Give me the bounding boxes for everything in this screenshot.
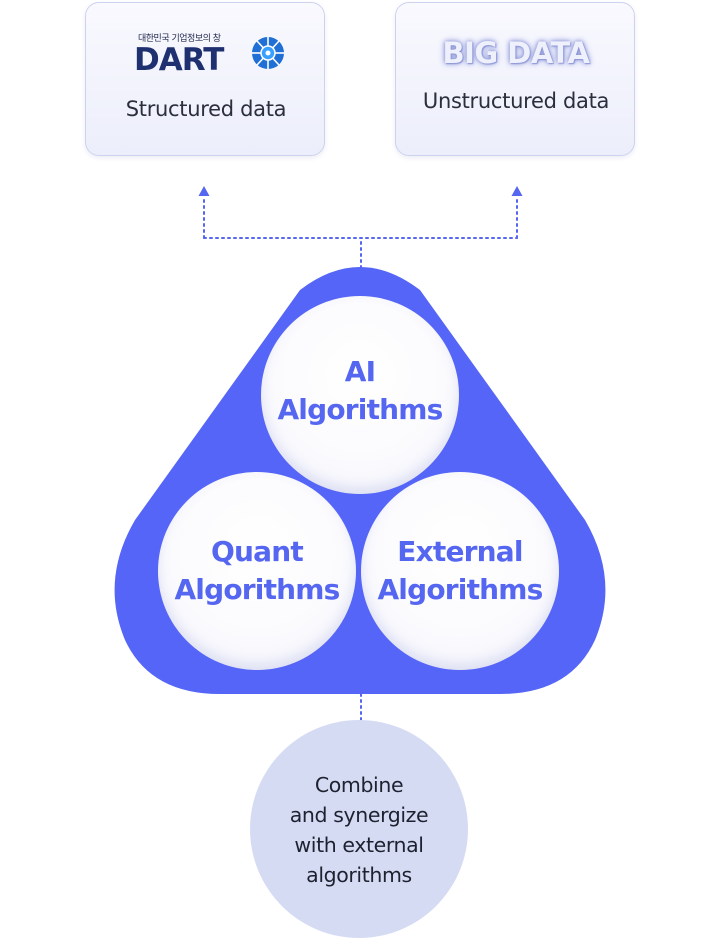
quant-algorithms-label-line1: Quant [211,535,304,568]
arrow-up-icon [198,186,210,196]
dart-target-icon [252,37,284,69]
dart-logo: 대한민국 기업정보의 창 DART [134,31,288,79]
quant-algorithms-circle: Quant Algorithms [158,472,356,670]
result-line: Combine [314,773,404,797]
big-data-title: BIG DATA [442,36,590,70]
structured-data-card: 대한민국 기업정보의 창 DART Structured data [85,2,325,156]
result-line: algorithms [306,863,412,887]
external-algorithms-label-line2: Algorithms [377,573,543,606]
unstructured-data-card: BIG DATA Unstructured data [395,2,635,156]
external-algorithms-label-line1: External [397,535,523,568]
result-line: and synergize [289,803,429,827]
dart-logo-tagline: 대한민국 기업정보의 창 [138,34,221,44]
external-algorithms-circle: External Algorithms [361,472,559,670]
ai-algorithms-label-line1: AI [344,355,376,388]
arrow-up-icon [511,186,523,196]
synergy-result-circle: Combine and synergize with external algo… [250,720,468,938]
quant-algorithms-label-line2: Algorithms [174,573,340,606]
structured-data-caption: Structured data [125,97,287,121]
unstructured-data-caption: Unstructured data [422,89,610,113]
dart-logo-text: DART [134,42,224,78]
connector-to-sources [203,197,518,269]
ai-algorithms-circle: AI Algorithms [261,296,459,494]
result-line: with external [294,833,424,857]
synergy-result-text: Combine and synergize with external algo… [289,770,429,890]
ai-algorithms-label-line2: Algorithms [277,393,443,426]
